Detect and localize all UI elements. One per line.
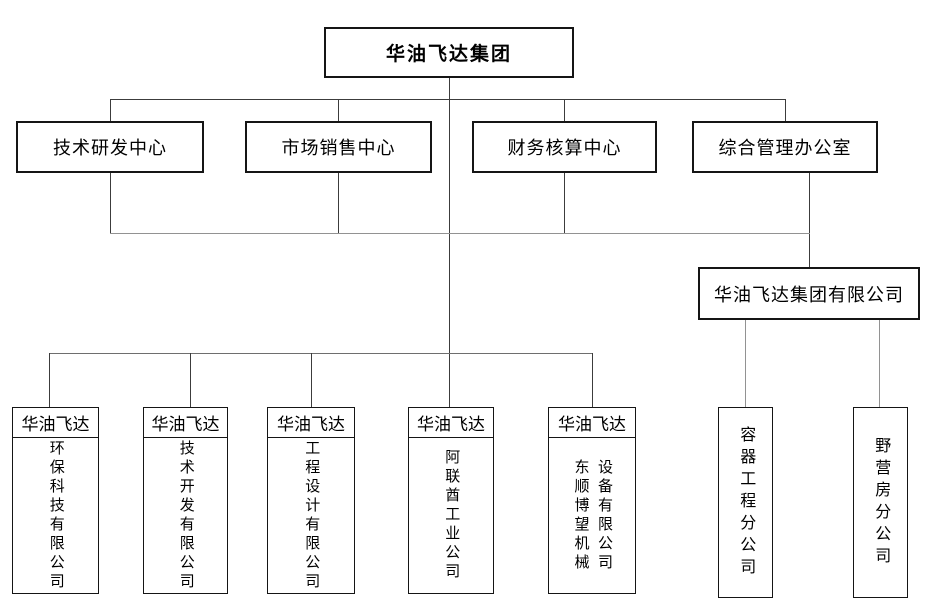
dept-box-general-admin-office: 综合管理办公室	[692, 121, 878, 173]
dept-label: 技术研发中心	[53, 138, 167, 158]
subsidiary-box-dongshun-bowang-machinery: 华油飞达 东顺博望机械 设备有限公司	[548, 407, 636, 594]
subsidiary-box-tech-development: 华油飞达 技术开发有限公司	[143, 407, 228, 594]
dept-label: 财务核算中心	[507, 138, 622, 158]
connector-line	[110, 99, 111, 121]
dept-box-tech-rd-center: 技术研发中心	[16, 121, 204, 173]
branch-name: 容器工程分公司	[737, 425, 755, 580]
dept-box-marketing-sales-center: 市场销售中心	[245, 121, 432, 173]
connector-line	[338, 173, 339, 233]
subsidiary-name-column: 设备有限公司	[596, 458, 612, 573]
group-company-box: 华油飞达集团有限公司	[698, 267, 920, 320]
branch-box-container-engineering: 容器工程分公司	[718, 407, 773, 598]
connector-line	[449, 78, 450, 407]
connector-line	[745, 320, 746, 407]
connector-line	[879, 320, 880, 407]
connector-line	[110, 233, 810, 234]
subsidiary-name: 技术开发有限公司	[144, 438, 227, 593]
dept-label: 市场销售中心	[281, 138, 396, 158]
subsidiary-name-column: 工程设计有限公司	[303, 439, 320, 592]
connector-line	[564, 173, 565, 233]
subsidiary-header: 华油飞达	[268, 408, 354, 438]
connector-line	[564, 99, 565, 121]
connector-line	[785, 99, 786, 121]
subsidiary-name: 阿联酋工业公司	[409, 438, 493, 593]
connector-line	[110, 173, 111, 233]
connector-line	[190, 353, 191, 407]
root-label: 华油飞达集团	[385, 44, 512, 65]
subsidiary-header: 华油飞达	[13, 408, 98, 438]
subsidiary-box-uae-industrial: 华油飞达 阿联酋工业公司	[408, 407, 494, 594]
subsidiary-name-column: 环保科技有限公司	[47, 439, 64, 592]
subsidiary-header: 华油飞达	[409, 408, 493, 438]
subsidiary-header: 华油飞达	[144, 408, 227, 438]
subsidiary-name: 环保科技有限公司	[13, 438, 98, 593]
branch-box-camp-house: 野营房分公司	[853, 407, 908, 598]
subsidiary-box-engineering-design: 华油飞达 工程设计有限公司	[267, 407, 355, 594]
connector-line	[49, 353, 50, 407]
connector-line	[311, 353, 312, 407]
connector-line	[49, 353, 593, 354]
root-box: 华油飞达集团	[324, 27, 574, 78]
company-label: 华油飞达集团有限公司	[714, 284, 904, 305]
connector-line	[338, 99, 339, 121]
subsidiary-name: 东顺博望机械 设备有限公司	[549, 438, 635, 593]
subsidiary-header: 华油飞达	[549, 408, 635, 438]
subsidiary-name: 工程设计有限公司	[268, 438, 354, 593]
subsidiary-name-column: 东顺博望机械	[572, 458, 589, 573]
subsidiary-name-column: 阿联酋工业公司	[443, 449, 460, 582]
connector-line	[592, 353, 593, 407]
connector-line	[110, 99, 786, 100]
dept-label: 综合管理办公室	[718, 138, 852, 158]
branch-name: 野营房分公司	[872, 436, 890, 569]
connector-line	[809, 173, 810, 267]
dept-box-finance-accounting-center: 财务核算中心	[472, 121, 657, 173]
subsidiary-box-environmental-tech: 华油飞达 环保科技有限公司	[12, 407, 99, 594]
subsidiary-name-column: 技术开发有限公司	[177, 439, 194, 592]
